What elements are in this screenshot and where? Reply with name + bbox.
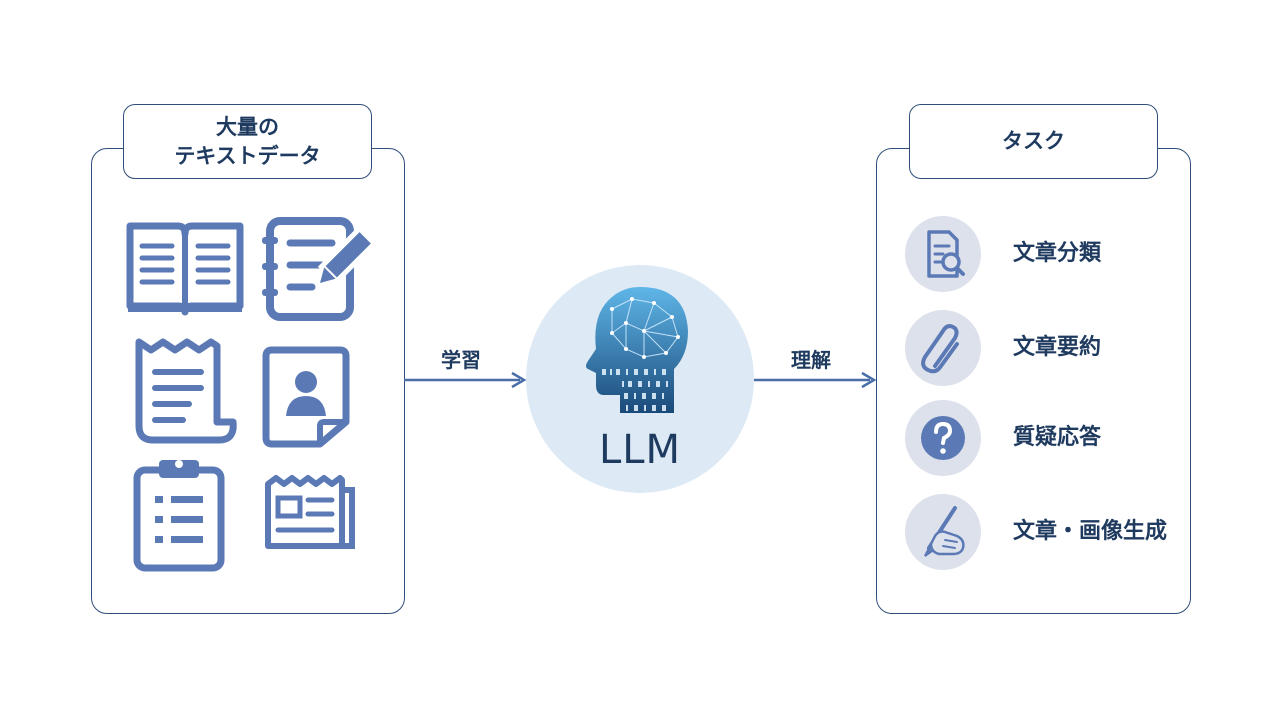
clipboard-list-icon xyxy=(131,456,227,574)
receipt-icon xyxy=(133,336,241,446)
understand-arrow xyxy=(754,371,877,389)
task-item-text-summary: 文章要約 xyxy=(905,310,1185,386)
question-icon xyxy=(905,400,981,476)
newspaper-icon xyxy=(262,474,358,554)
document-search-icon xyxy=(905,216,981,292)
task-item-question-answering: 質疑応答 xyxy=(905,400,1185,476)
llm-label: LLM xyxy=(598,427,682,473)
paperclip-icon xyxy=(905,310,981,386)
profile-document-icon xyxy=(260,344,352,450)
task-item-text-classification: 文章分類 xyxy=(905,216,1185,292)
learn-label: 学習 xyxy=(441,348,481,372)
llm-node: LLM xyxy=(526,265,754,493)
task-item-text-image-generation: 文章・画像生成 xyxy=(905,494,1185,570)
tasks-title: タスク xyxy=(909,104,1158,179)
task-label: 文章分類 xyxy=(1013,241,1102,266)
text-data-title: 大量の テキストデータ xyxy=(123,104,372,179)
ai-brain-head-icon xyxy=(586,287,688,413)
understand-label: 理解 xyxy=(791,348,831,372)
hand-writing-icon xyxy=(905,494,981,570)
task-label: 質疑応答 xyxy=(1013,425,1102,450)
notepad-pencil-icon xyxy=(262,215,380,323)
text-data-title-line-1: 大量の xyxy=(216,115,279,140)
task-label: 文章要約 xyxy=(1013,335,1102,360)
open-book-icon xyxy=(126,220,244,316)
text-data-title-line-2: テキストデータ xyxy=(174,143,321,168)
task-label: 文章・画像生成 xyxy=(1013,519,1168,544)
learn-arrow xyxy=(404,371,527,389)
